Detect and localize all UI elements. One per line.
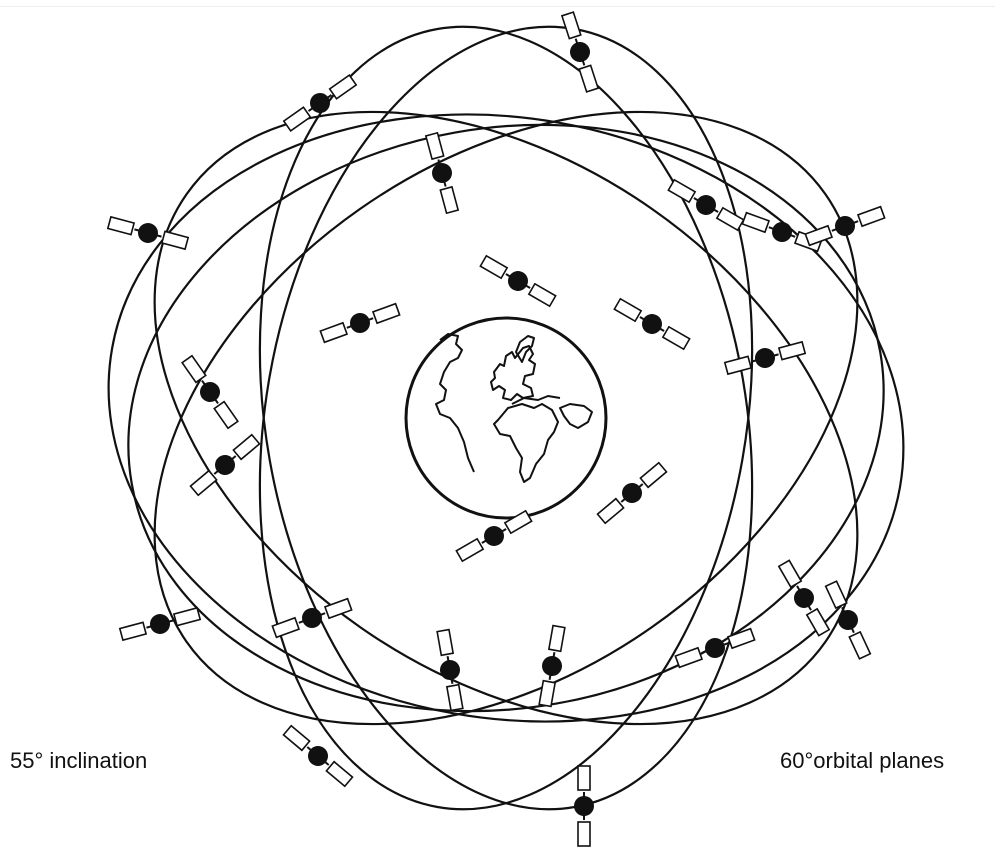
solar-panel <box>284 726 310 751</box>
satellite <box>319 300 401 346</box>
solar-panel <box>717 208 744 230</box>
satellite-body <box>540 654 563 677</box>
solar-panel <box>320 323 347 342</box>
solar-panel <box>858 207 885 226</box>
solar-panel <box>437 630 453 656</box>
solar-panel <box>578 766 590 790</box>
solar-panel <box>456 539 483 561</box>
solar-panel <box>174 608 200 626</box>
satellite <box>574 766 594 846</box>
satellite <box>822 580 874 661</box>
satellite <box>433 629 467 711</box>
solar-panel <box>849 632 870 659</box>
solar-panel <box>779 560 801 587</box>
orbital-planes-label: 60°orbital planes <box>780 748 944 774</box>
solar-panel <box>779 342 805 360</box>
satellite-body <box>832 213 858 239</box>
solar-panel <box>326 762 352 787</box>
solar-panel <box>182 356 206 383</box>
satellite-body <box>347 310 373 336</box>
solar-panel <box>598 499 624 524</box>
solar-panel <box>578 822 590 846</box>
solar-panel <box>426 133 444 159</box>
solar-panel <box>325 599 352 618</box>
satellite <box>612 295 691 352</box>
satellite-body <box>306 89 334 117</box>
solar-panel <box>614 299 641 321</box>
solar-panel <box>191 471 217 496</box>
solar-panel <box>120 622 146 640</box>
satellite <box>281 723 355 790</box>
solar-panel <box>663 327 690 349</box>
solar-panel <box>214 402 238 429</box>
satellite <box>595 460 669 527</box>
satellite-body <box>304 742 332 770</box>
satellite-body <box>196 378 224 406</box>
satellite-body <box>753 346 777 370</box>
solar-panel <box>668 180 695 202</box>
satellite-body <box>567 39 592 64</box>
inclination-label: 55° inclination <box>10 748 147 774</box>
satellite <box>281 72 358 134</box>
satellite <box>478 252 557 309</box>
solar-panel <box>108 217 134 235</box>
satellite-body <box>769 219 795 245</box>
satellite-body <box>790 584 817 611</box>
satellite-body <box>148 612 172 636</box>
solar-panel <box>549 626 565 652</box>
solar-panel <box>579 65 598 92</box>
satellite-body <box>504 267 531 294</box>
satellite-body <box>638 310 665 337</box>
satellite <box>119 604 201 644</box>
satellite-body <box>835 607 862 634</box>
solar-panel <box>284 107 311 131</box>
satellite <box>107 213 189 253</box>
earth-globe <box>406 318 606 518</box>
satellite-body <box>480 522 507 549</box>
satellite-body <box>299 605 325 631</box>
solar-panel <box>162 231 188 249</box>
satellite-body <box>136 221 160 245</box>
satellite <box>188 432 262 499</box>
solar-panel <box>675 648 702 667</box>
solar-panel <box>640 463 666 488</box>
solar-panel <box>562 12 581 39</box>
satellite-body <box>574 796 594 816</box>
solar-panel <box>233 435 259 460</box>
satellite-body <box>618 479 646 507</box>
solar-panel <box>480 256 507 278</box>
satellite-body <box>211 451 239 479</box>
solar-panel <box>742 213 769 232</box>
satellite-body <box>438 658 461 681</box>
solar-panel <box>725 356 751 374</box>
solar-panel <box>826 581 847 608</box>
solar-panel <box>539 681 555 707</box>
satellite <box>535 625 569 707</box>
satellite <box>775 558 832 637</box>
satellite <box>558 11 602 93</box>
solar-panel <box>807 609 829 636</box>
satellite <box>422 132 462 214</box>
earth-outline <box>406 318 606 518</box>
satellite <box>804 203 886 249</box>
solar-panel <box>373 304 400 323</box>
satellite-body <box>692 191 719 218</box>
solar-panel <box>440 187 458 213</box>
solar-panel <box>330 75 357 99</box>
solar-panel <box>529 284 556 306</box>
solar-panel <box>447 685 463 711</box>
